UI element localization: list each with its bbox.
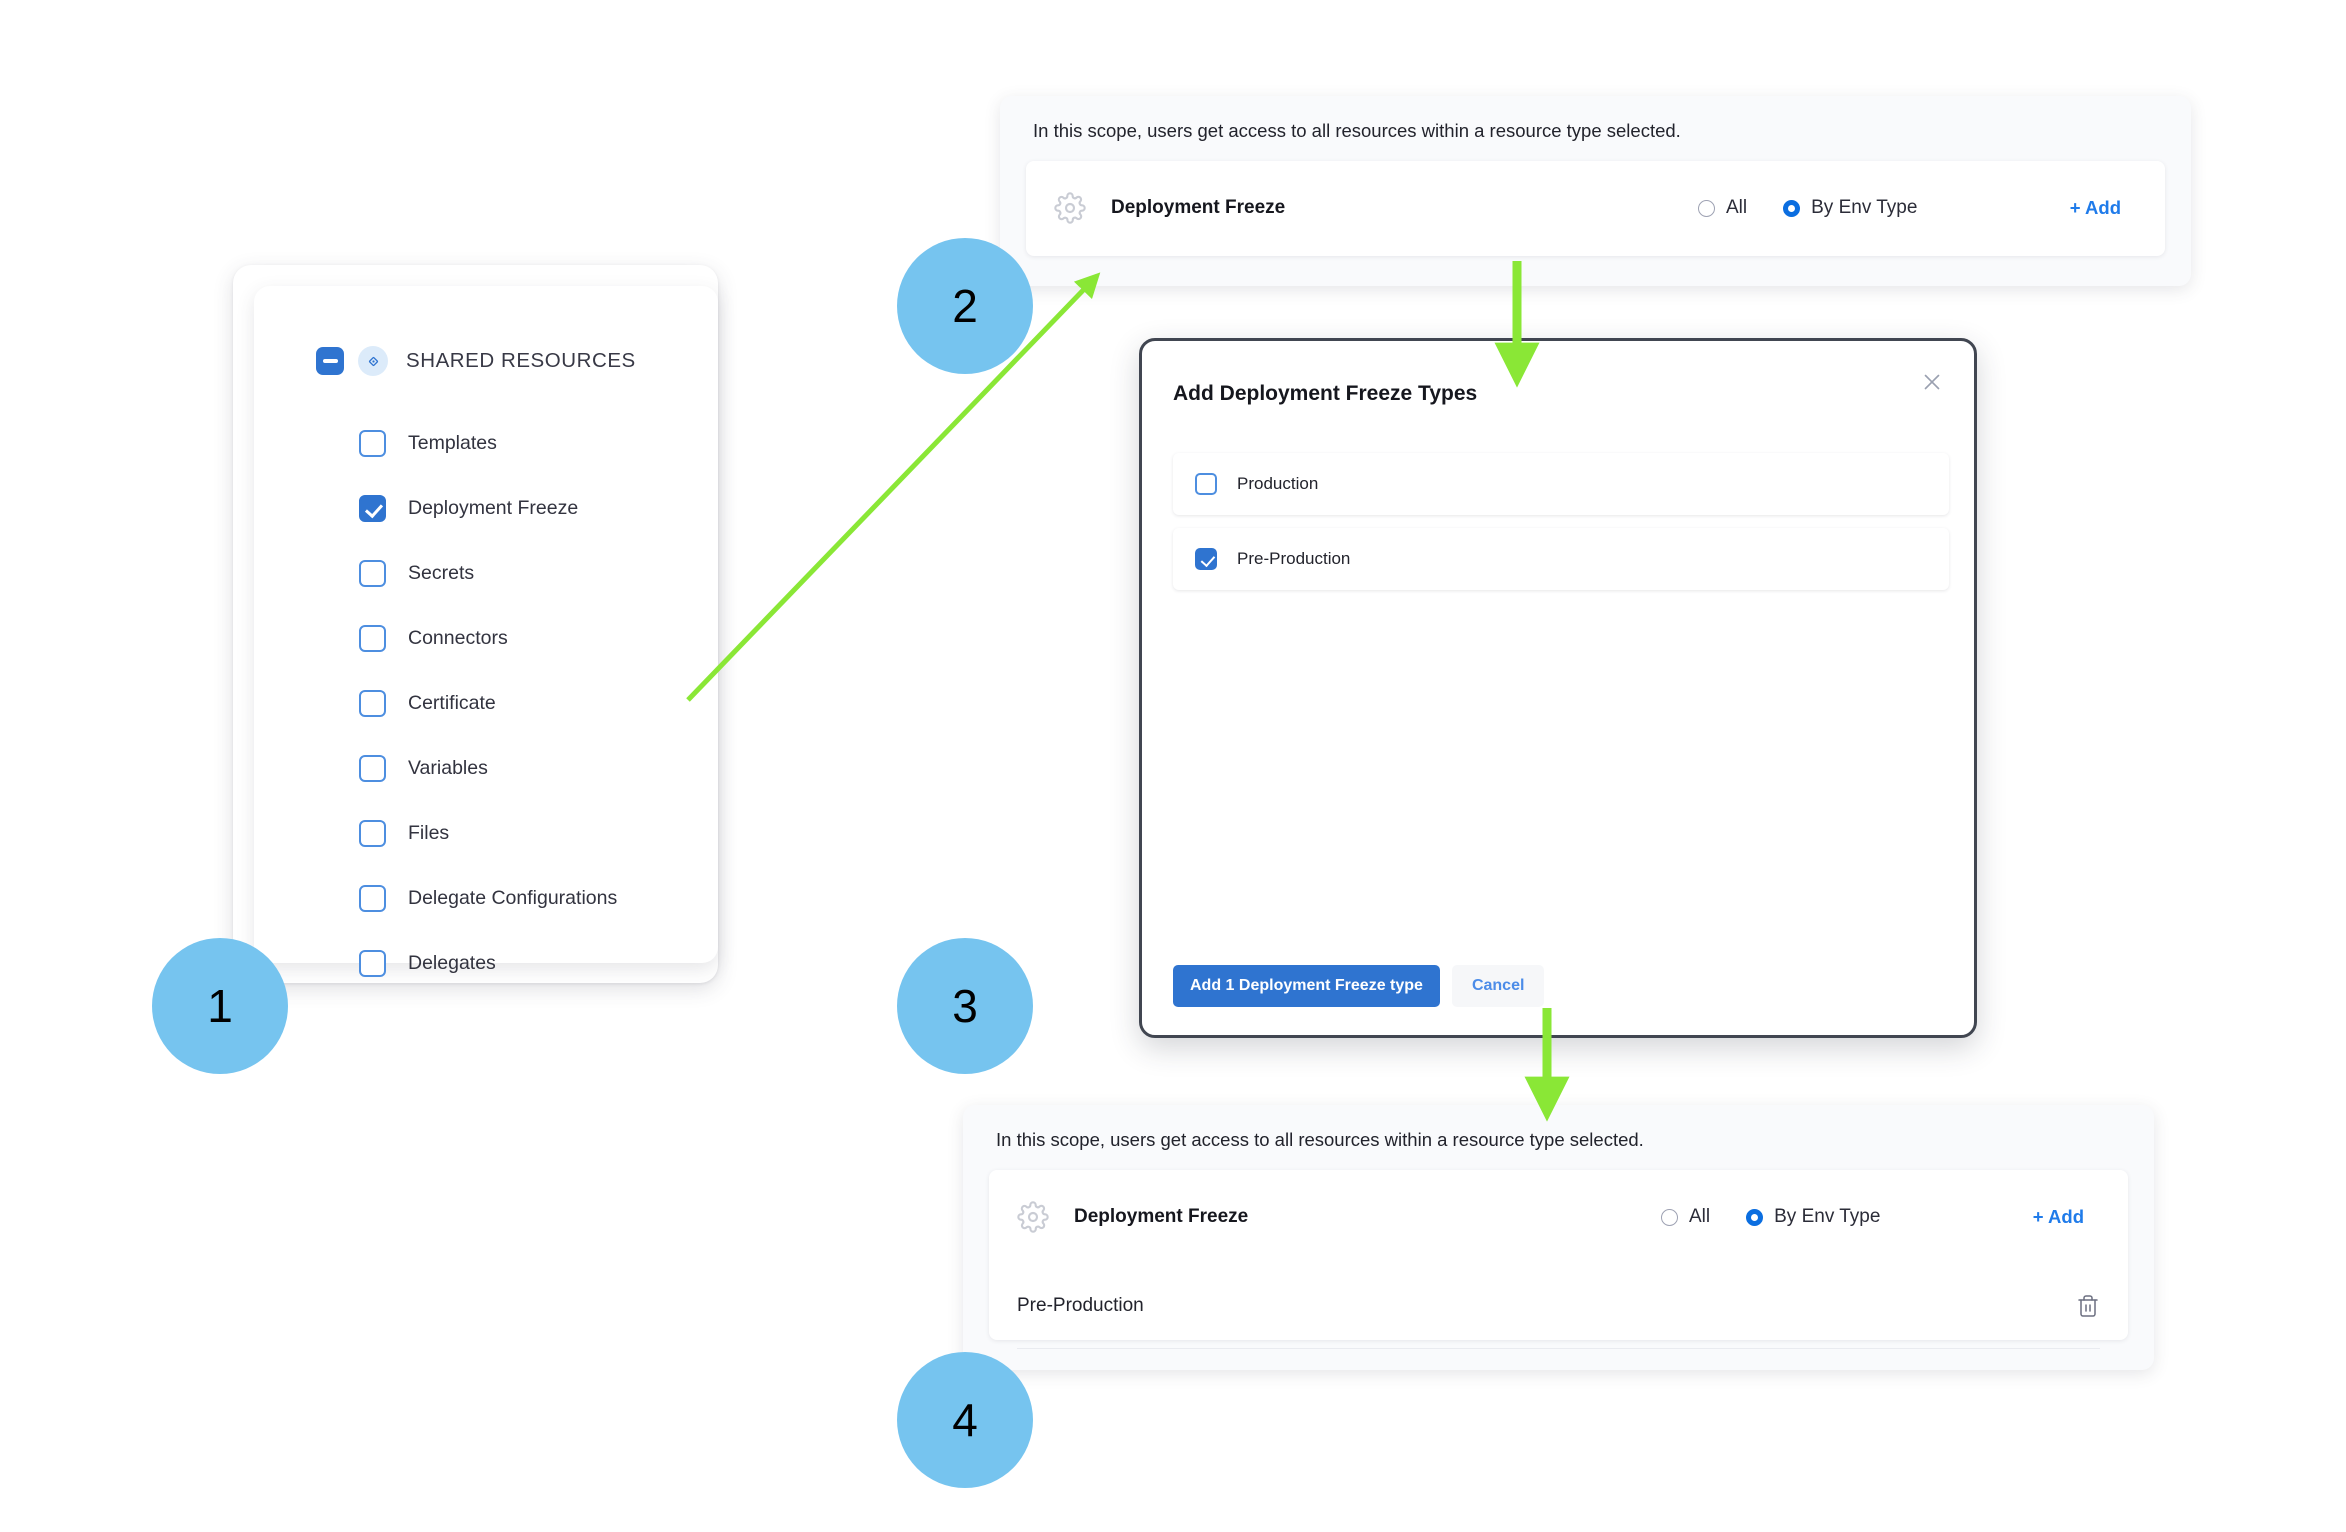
list-item[interactable]: Templates [359,411,689,476]
add-deployment-freeze-types-modal: Add Deployment Freeze Types Production P… [1139,338,1977,1038]
scope-resource-name: Deployment Freeze [1111,197,1286,218]
checkbox-pre-production[interactable] [1195,548,1217,570]
scope-panel-after: In this scope, users get access to all r… [963,1105,2154,1370]
scope-divider [1017,1348,2100,1349]
shared-resources-panel: SHARED RESOURCES Templates Deployment Fr… [233,265,718,983]
radio-label: All [1726,197,1748,218]
list-item-label: Templates [408,432,497,454]
checkbox-connectors[interactable] [359,625,386,652]
scope-resource-name: Deployment Freeze [1074,1206,1249,1227]
list-item-label: Delegate Configurations [408,887,618,909]
checkbox-deployment-freeze[interactable] [359,495,386,522]
radio-option-by-env-type[interactable]: By Env Type [1746,1206,1880,1228]
gear-icon [1017,1201,1049,1233]
scope-value-label: Pre-Production [1017,1295,1144,1316]
checkbox-certificate[interactable] [359,690,386,717]
list-item-label: Certificate [408,692,496,714]
modal-option-label: Pre-Production [1237,549,1351,568]
modal-option-production[interactable]: Production [1173,453,1949,515]
shared-resources-list: Templates Deployment Freeze Secrets Conn… [359,411,689,996]
cancel-button[interactable]: Cancel [1451,965,1545,1007]
close-icon[interactable] [1919,369,1947,397]
list-item-label: Connectors [408,627,508,649]
scope-value-row: Pre-Production [989,1264,2128,1348]
list-item[interactable]: Delegates [359,931,689,996]
checkbox-secrets[interactable] [359,560,386,587]
modal-footer: Add 1 Deployment Freeze type Cancel [1173,965,1545,1007]
list-item[interactable]: Secrets [359,541,689,606]
scope-note: In this scope, users get access to all r… [996,1129,1644,1150]
list-item[interactable]: Files [359,801,689,866]
add-freeze-types-button[interactable]: Add 1 Deployment Freeze type [1173,965,1440,1007]
radio-option-by-env-type[interactable]: By Env Type [1783,197,1917,219]
radio-label: By Env Type [1811,197,1918,218]
scope-resource-row: Deployment Freeze All By Env Type + Add [989,1170,2128,1264]
scope-panel-before: In this scope, users get access to all r… [1000,96,2191,286]
list-item-label: Variables [408,757,488,779]
checkbox-files[interactable] [359,820,386,847]
scope-resource-card: Deployment Freeze All By Env Type + Add [1026,161,2165,256]
list-item-label: Delegates [408,952,496,974]
modal-option-label: Production [1237,474,1319,493]
shared-resources-header: SHARED RESOURCES [316,346,636,376]
list-item[interactable]: Deployment Freeze [359,476,689,541]
gear-icon [1054,192,1086,224]
checkbox-delegate-configurations[interactable] [359,885,386,912]
step-badge-1: 1 [152,938,288,1074]
trash-icon[interactable] [2076,1294,2100,1318]
scope-note: In this scope, users get access to all r… [1033,120,1681,141]
radio-label: All [1689,1206,1711,1227]
minus-icon[interactable] [316,347,344,375]
radio-by-env-type[interactable] [1783,199,1801,217]
shared-resources-title: SHARED RESOURCES [406,349,636,372]
radio-by-env-type[interactable] [1746,1208,1764,1226]
shared-resources-icon [358,346,388,376]
scope-resource-row: Deployment Freeze All By Env Type + Add [1026,161,2165,255]
modal-option-pre-production[interactable]: Pre-Production [1173,528,1949,590]
list-item[interactable]: Certificate [359,671,689,736]
add-button[interactable]: + Add [2069,197,2121,218]
radio-option-all[interactable]: All [1661,1206,1710,1228]
radio-all[interactable] [1698,199,1715,217]
list-item-label: Files [408,822,450,844]
step-badge-4: 4 [897,1352,1033,1488]
radio-label: By Env Type [1774,1206,1881,1227]
arrow-step1-to-step2 [686,272,1101,702]
minus-bar [322,359,338,363]
scope-radio-group: All By Env Type [1698,197,1917,219]
list-item[interactable]: Delegate Configurations [359,866,689,931]
scope-radio-group: All By Env Type [1661,1206,1880,1228]
step-badge-2: 2 [897,238,1033,374]
checkbox-templates[interactable] [359,430,386,457]
checkbox-variables[interactable] [359,755,386,782]
add-button[interactable]: + Add [2032,1206,2084,1227]
step-badge-3: 3 [897,938,1033,1074]
list-item-label: Secrets [408,562,475,584]
list-item[interactable]: Variables [359,736,689,801]
radio-all[interactable] [1661,1208,1678,1226]
scope-resource-card: Deployment Freeze All By Env Type + Add … [989,1170,2128,1349]
modal-title: Add Deployment Freeze Types [1173,382,1478,405]
checkbox-production[interactable] [1195,473,1217,495]
panel-front-card: SHARED RESOURCES Templates Deployment Fr… [254,286,718,977]
checkbox-delegates[interactable] [359,950,386,977]
list-item-label: Deployment Freeze [408,497,579,519]
radio-option-all[interactable]: All [1698,197,1747,219]
list-item[interactable]: Connectors [359,606,689,671]
